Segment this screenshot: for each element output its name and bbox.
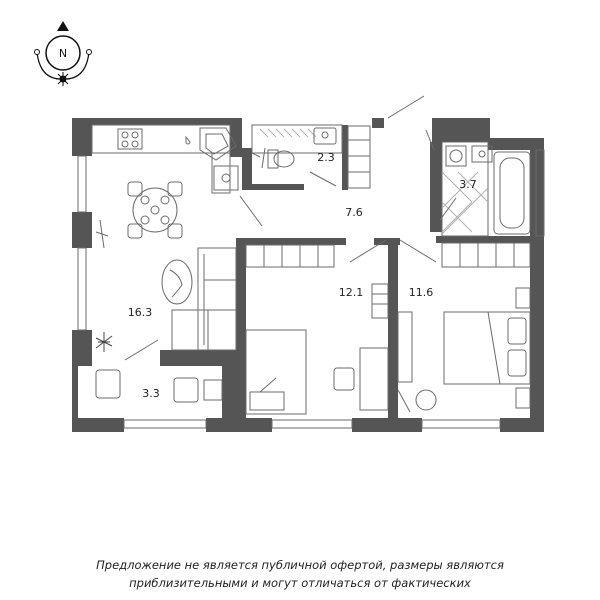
stove-icon bbox=[117, 128, 143, 150]
bath-sink-icon bbox=[471, 145, 493, 163]
room-area-hallway: 7.6 bbox=[345, 206, 363, 219]
entrance-door[interactable] bbox=[387, 95, 425, 119]
corner-sink-icon bbox=[199, 127, 237, 161]
disclaimer: Предложение не является публичной оферто… bbox=[0, 556, 600, 592]
storage-shelf bbox=[347, 125, 371, 189]
dresser bbox=[397, 311, 413, 383]
master-door[interactable] bbox=[399, 239, 437, 263]
compass: N bbox=[34, 21, 92, 86]
armchair bbox=[415, 389, 437, 411]
bedside-table bbox=[515, 287, 531, 309]
sink-icon bbox=[313, 127, 337, 145]
wardrobe-master bbox=[441, 242, 531, 268]
desk-chair bbox=[333, 367, 355, 391]
compass-circle bbox=[45, 35, 81, 71]
room-area-bathroom-small: 2.3 bbox=[317, 151, 335, 164]
bathroom-fixtures bbox=[425, 129, 531, 237]
bathroom-door[interactable] bbox=[439, 197, 457, 221]
sun-icon bbox=[56, 72, 70, 86]
child-door[interactable] bbox=[349, 239, 387, 263]
fridge-icon bbox=[213, 165, 239, 191]
rug bbox=[161, 259, 193, 305]
small-bathroom-door[interactable] bbox=[309, 171, 337, 187]
faucet-icon bbox=[185, 135, 191, 145]
double-bed bbox=[443, 311, 531, 385]
desk bbox=[359, 347, 389, 411]
sofa bbox=[171, 247, 237, 351]
rug-pattern bbox=[169, 269, 183, 298]
room-area-balcony: 3.3 bbox=[142, 387, 160, 400]
walls bbox=[72, 118, 544, 432]
room-area-bedroom-child: 12.1 bbox=[339, 286, 364, 299]
room-area-bathroom: 3.7 bbox=[459, 178, 477, 191]
child-bedroom-furniture bbox=[245, 283, 389, 415]
room-area-kitchen-living: 16.3 bbox=[128, 306, 153, 319]
master-bedroom-furniture bbox=[397, 287, 531, 413]
sunset-marker bbox=[86, 49, 92, 55]
bathtub-icon bbox=[493, 151, 531, 235]
disclaimer-line-1: Предложение не является публичной оферто… bbox=[96, 558, 504, 572]
sunrise-marker bbox=[34, 49, 40, 55]
disclaimer-line-2: приблизительными и могут отличаться от ф… bbox=[129, 576, 471, 590]
toilet-icon bbox=[267, 149, 295, 169]
plant-icon bbox=[95, 332, 113, 352]
small-bathroom-fixtures bbox=[251, 124, 371, 189]
dining-table bbox=[127, 181, 183, 239]
wardrobe-child bbox=[245, 244, 335, 268]
bookshelf bbox=[371, 283, 389, 319]
windows bbox=[77, 149, 545, 429]
single-bed bbox=[245, 329, 307, 415]
washing-machine-icon bbox=[445, 145, 467, 167]
room-area-bedroom-master: 11.6 bbox=[409, 286, 434, 299]
living-door[interactable] bbox=[124, 339, 159, 361]
bedside-table-2 bbox=[515, 387, 531, 409]
balcony-furniture bbox=[95, 369, 223, 403]
kitchen-counter bbox=[91, 124, 239, 194]
compass-north-letter: N bbox=[59, 47, 67, 60]
north-arrow-icon bbox=[57, 21, 69, 31]
kitchen-door[interactable] bbox=[239, 195, 263, 227]
tv-icon bbox=[95, 219, 109, 249]
